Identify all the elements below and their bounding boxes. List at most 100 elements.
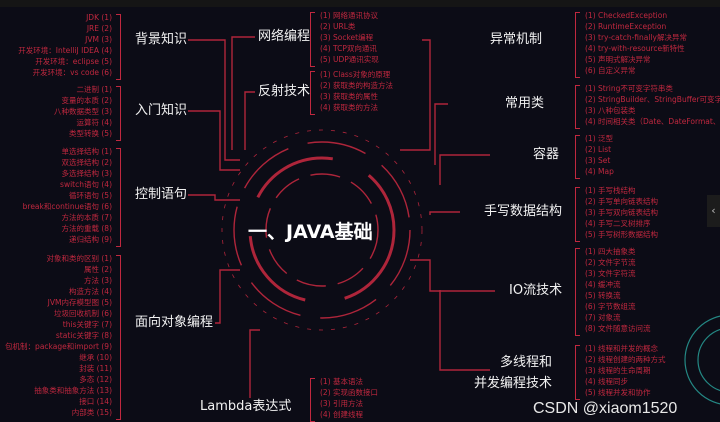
brace (575, 135, 580, 179)
branch-label[interactable]: 常用类 (505, 96, 545, 111)
leaf-item: (1) String不可变字符串类 (585, 84, 673, 93)
leaf-item: 垃圾回收机制 (6) (53, 309, 112, 318)
leaf-item: 属性 (2) (83, 265, 112, 274)
leaf-item: (4) 创建线程 (320, 410, 364, 419)
leaf-item: (3) 获取类的属性 (320, 92, 379, 101)
leaf-item: this关键字 (7) (62, 320, 112, 329)
leaf-item: (1) CheckedException (585, 11, 668, 20)
leaf-item: (1) 泛型 (585, 134, 614, 143)
leaf-item: (2) 文件字节流 (585, 258, 636, 267)
branch-label[interactable]: IO流技术 (509, 283, 563, 298)
leaf-item: 变量的本质 (2) (61, 96, 112, 105)
leaf-item: (5) 声明式解决异常 (585, 55, 651, 64)
leaf-item: (3) 引用方法 (320, 399, 364, 408)
top-bar (0, 0, 720, 7)
branch-label[interactable]: 背景知识 (135, 32, 188, 47)
branch-label[interactable]: 入门知识 (135, 103, 188, 118)
brace (116, 255, 121, 420)
brace (575, 345, 580, 400)
leaf-item: (4) 时间相关类（Date、DateFormat、C (585, 117, 720, 126)
watermark: CSDN @xiaom1520 (533, 400, 678, 417)
branch-label[interactable]: 手写数据结构 (484, 204, 563, 219)
leaf-item: 接口 (14) (79, 397, 112, 406)
leaf-item: 运算符 (4) (76, 118, 112, 127)
leaf-item: 包机制：package和import (9) (5, 342, 112, 351)
leaf-item: JVM内存模型图 (5) (47, 298, 112, 307)
leaf-item: (4) 缓冲流 (585, 280, 621, 289)
leaf-item: 二进制 (1) (76, 85, 112, 94)
leaf-item: JDK (1) (86, 13, 112, 22)
branch-label[interactable]: 容器 (533, 147, 560, 162)
leaf-item: 双选择结构 (2) (61, 158, 112, 167)
leaf-item: (3) 文件字符流 (585, 269, 636, 278)
ring-middle (248, 156, 396, 304)
leaf-item: (2) URL类 (320, 22, 356, 31)
leaf-item: 递归结构 (9) (68, 235, 112, 244)
branch-label[interactable]: Lambda表达式 (200, 399, 292, 414)
ring-inner (265, 173, 379, 287)
central-title: 一、JAVA基础 (248, 221, 373, 243)
leaf-item: 单选择结构 (1) (61, 147, 112, 156)
leaf-item: JVM (3) (85, 35, 112, 44)
leaf-item: 对象和类的区别 (1) (46, 254, 112, 263)
chevron-left-icon[interactable]: ‹ (707, 195, 720, 227)
leaf-item: 封装 (11) (79, 364, 112, 373)
leaf-item: (1) 线程和并发的概念 (585, 344, 659, 353)
brace (116, 14, 121, 80)
leaf-item: 抽象类和抽象方法 (13) (34, 386, 112, 395)
leaf-item: 多态 (12) (79, 375, 112, 384)
leaf-item: switch语句 (4) (60, 180, 112, 189)
leaf-item: 方法的本质 (7) (61, 213, 112, 222)
leaf-item: break和continue语句 (6) (22, 202, 112, 211)
leaf-item: (2) 手写单向链表结构 (585, 197, 659, 206)
branch-label[interactable]: 异常机制 (490, 32, 543, 47)
leaf-item: 类型转换 (5) (68, 129, 112, 138)
leaf-item: 循环语句 (5) (68, 191, 112, 200)
leaf-item: 继承 (10) (79, 353, 112, 362)
leaf-item: (3) 手写双向链表结构 (585, 208, 659, 217)
ring-outer (233, 141, 411, 319)
leaf-item: (5) 手写树形数据结构 (585, 230, 659, 239)
leaf-item: (5) 线程并发和协作 (585, 388, 651, 397)
leaf-item: (2) 实现函数接口 (320, 388, 379, 397)
leaf-item: (2) 获取类的构造方法 (320, 81, 394, 90)
leaf-item: 方法 (3) (83, 276, 112, 285)
leaf-item: 构造方法 (4) (68, 287, 112, 296)
branch-label[interactable]: 反射技术 (258, 84, 311, 99)
leaf-item: (8) 文件随意访问流 (585, 324, 651, 333)
leaf-item: (3) Set (585, 156, 611, 165)
leaf-item: (4) 获取类的方法 (320, 103, 379, 112)
leaf-item: (4) 手写二叉树排序 (585, 219, 651, 228)
brace (116, 148, 121, 247)
leaf-item: 多选择结构 (3) (61, 169, 112, 178)
leaf-item: (4) 线程同步 (585, 377, 629, 386)
branch-label[interactable]: 控制语句 (135, 187, 188, 202)
leaf-item: 开发环境：vs code (6) (32, 68, 112, 77)
leaf-item: (2) 线程创建的两种方式 (585, 355, 666, 364)
leaf-item: (6) 自定义异常 (585, 66, 636, 75)
leaf-item: (2) RuntimeException (585, 22, 667, 31)
branch-label[interactable]: 面向对象编程 (135, 315, 214, 330)
leaf-item: (4) Map (585, 167, 614, 176)
leaf-item: (6) 字节数组流 (585, 302, 636, 311)
leaf-item: 开发环境：IntelliJ IDEA (4) (18, 46, 112, 55)
leaf-item: (3) 线程的生命周期 (585, 366, 651, 375)
leaf-item: (5) 转换流 (585, 291, 621, 300)
leaf-item: (3) try-catch-finally解决异常 (585, 33, 687, 42)
leaf-item: (2) List (585, 145, 612, 154)
leaf-item: 方法的重载 (8) (61, 224, 112, 233)
leaf-item: (2) StringBuilder、StringBuffer可变字 (585, 95, 720, 104)
branch-label[interactable]: 多线程和 并发编程技术 (474, 355, 553, 391)
leaf-item: static关键字 (8) (55, 331, 112, 340)
leaf-item: (7) 对象流 (585, 313, 621, 322)
leaf-item: (3) Socket编程 (320, 33, 374, 42)
branch-label[interactable]: 网络编程 (258, 29, 311, 44)
leaf-item: 开发环境：eclipse (5) (35, 57, 112, 66)
leaf-item: JRE (2) (86, 24, 112, 33)
brace (116, 86, 121, 141)
leaf-item: (1) 手写栈结构 (585, 186, 636, 195)
brace (575, 248, 580, 336)
ring-dots (221, 129, 423, 331)
brace (310, 378, 315, 422)
